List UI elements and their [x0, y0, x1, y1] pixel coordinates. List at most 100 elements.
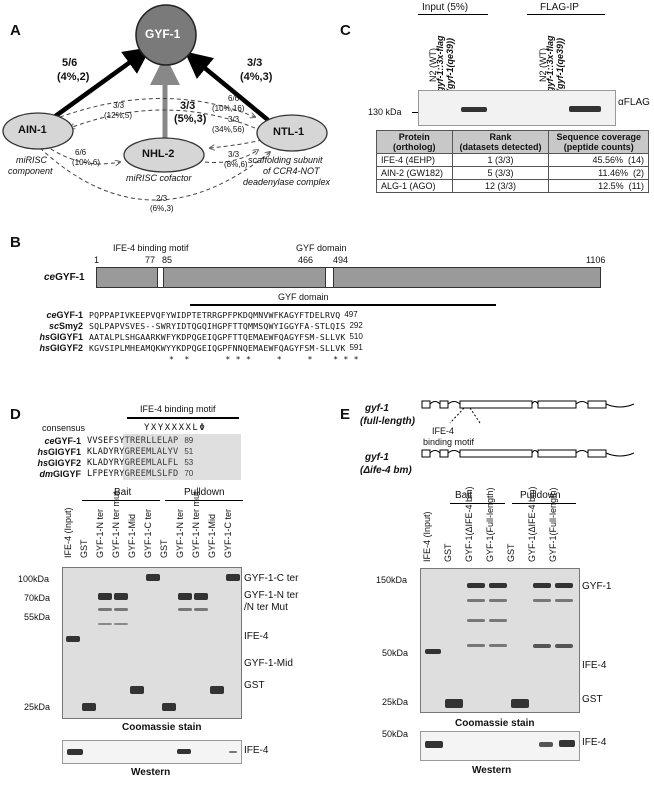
- panel-c-label: C: [340, 22, 351, 39]
- b-gyf-label: GYF domain: [296, 243, 347, 253]
- egel-band: [425, 649, 441, 654]
- egel-band: [533, 644, 551, 648]
- input-ife4-band: [67, 749, 83, 755]
- dgel-band: [226, 574, 240, 581]
- gene-model-diagram: [421, 400, 635, 458]
- ntl1-node-label: NTL-1: [273, 126, 305, 138]
- e-lanes-lane-0: IFE-4 (Input): [422, 511, 432, 562]
- ntl1-desc-2: of CCR4-NOT: [263, 166, 320, 176]
- input-flag-band: [461, 107, 487, 112]
- alignment-row: scSmy2 SQLPAPVSVES--SWRYIDTQGQIHGPFTTQMM…: [48, 321, 363, 331]
- dgel-band: [146, 574, 160, 581]
- interaction-network-diagram: [2, 4, 328, 201]
- gyf1-node-label: GYF-1: [145, 27, 181, 41]
- c-lane-4: gyf-1::3x-flag (gyf-1(qe39)): [545, 35, 565, 92]
- d-right-label-cter: GYF-1-C ter: [244, 573, 299, 584]
- table-header: Protein(ortholog) Rank(datasets detected…: [376, 130, 649, 154]
- flag-western-blot: [418, 90, 616, 126]
- edge-ntl-gyf-stat: (4%,3): [240, 71, 273, 83]
- e-western-blot: [420, 731, 580, 761]
- panel-b-label: B: [10, 234, 21, 251]
- ip-flag-band: [569, 106, 601, 112]
- e-coomassie-gel: [420, 568, 580, 713]
- d-consensus-seq: YXYXXXXLΦ: [144, 423, 207, 433]
- alignment-conservation: * * * * * * * * * *: [169, 354, 359, 364]
- alignment-row: hsGIGYF2 KGVSIPLMHEAMQKWYYKDPQGEIQGPFNNQ…: [39, 343, 363, 353]
- e-gene-1-sub: (full-length): [360, 416, 415, 427]
- e-bait-label: Bait: [455, 490, 473, 501]
- e-coomassie-label: Coomassie stain: [455, 718, 535, 729]
- dgel-band: [162, 703, 176, 711]
- d-marker-100: 100kDa: [18, 574, 50, 584]
- egel-band: [555, 583, 573, 588]
- ain1-node-label: AIN-1: [18, 124, 47, 136]
- e-right-label-gyf1: GYF-1: [582, 581, 612, 592]
- edge-ain-gyf-count: 5/6: [62, 57, 78, 69]
- edge-ain-nhl-stat: (10%,6): [72, 158, 101, 167]
- dgel-band: [114, 593, 128, 600]
- egel-band: [489, 599, 507, 602]
- gyf1-node: [135, 4, 197, 66]
- nhl2-node-label: NHL-2: [142, 148, 175, 160]
- d-pulldown-label: Pulldown: [184, 487, 225, 498]
- mass-spec-table: Protein(ortholog) Rank(datasets detected…: [376, 130, 649, 193]
- e-marker-150: 150kDa: [376, 575, 408, 585]
- egel-band: [445, 699, 463, 708]
- ntl1-node: [256, 114, 328, 152]
- dgel-band: [98, 608, 112, 611]
- dgel-band: [178, 608, 192, 611]
- pd-delta-ife4-band: [539, 742, 553, 747]
- d-lanes-lane-1: GST: [79, 539, 89, 558]
- alignment-row: dmGIGYF LFPEYRYGREEMLSLFD 70: [39, 469, 194, 479]
- e-lanes-lane-4: GST: [506, 543, 516, 562]
- pd-full-ife4-band: [559, 740, 575, 747]
- edge-nhl-ntl-stat: (8%,6): [224, 160, 248, 169]
- e-lanes-lane-1: GST: [443, 543, 453, 562]
- d-lanes-lane-0: IFE-4 (Input): [63, 507, 73, 558]
- d-marker-25: 25kDa: [24, 702, 51, 712]
- b-pos-466: 466: [298, 255, 314, 265]
- input-bracket: [418, 14, 488, 15]
- d-lanes-lane-2: GYF-1-N ter: [95, 508, 105, 558]
- alignment-row: hsGIGYF1 KLADYRYGREEMLALYV 51: [37, 447, 194, 457]
- dgel-band: [66, 636, 80, 642]
- dgel-band: [210, 686, 224, 694]
- d-bait-label: Bait: [114, 487, 132, 498]
- egel-band: [533, 583, 551, 588]
- panel-a-label: A: [10, 22, 21, 39]
- b-motif-label: IFE-4 binding motif: [113, 243, 189, 253]
- egel-band: [555, 599, 573, 602]
- edge-ain-ntl-count: 3/3: [113, 101, 125, 110]
- d-lanes-lane-6: GST: [159, 539, 169, 558]
- dgel-band: [114, 623, 128, 625]
- edge-bottom-count: 2/3: [156, 194, 168, 203]
- dgel-band: [98, 623, 112, 625]
- edge-nhl-gyf-stat: (5%,3): [174, 113, 207, 125]
- alignment-row: ceGYF-1 PQPPAPIVKEEPVQFYWIDPTETRRGPFPKDQ…: [46, 310, 358, 320]
- e-lanes-lane-2: GYF-1(ΔIFE-4 bm): [464, 486, 474, 562]
- c-marker-130: 130 kDa: [368, 107, 402, 117]
- edge-ntl-nhl-count: 3/3: [228, 115, 240, 124]
- motif-highlight: [123, 434, 241, 480]
- d-lanes-lane-8: GYF-1-N ter mut: [191, 491, 201, 558]
- e-lanes-lane-5: GYF-1(ΔIFE-4 bm): [527, 486, 537, 562]
- gyf-alignment: ceGYF-1 PQPPAPIVKEEPVQFYWIDPTETRRGPFPKDQ…: [8, 310, 363, 364]
- d-consensus-label: consensus: [42, 423, 86, 433]
- d-coomassie-gel: [62, 567, 242, 719]
- panel-e-label: E: [340, 406, 351, 423]
- e-motif-label-2: binding motif: [423, 437, 475, 447]
- d-western-ife4-label: IFE-4: [244, 745, 269, 756]
- d-coomassie-label: Coomassie stain: [122, 722, 202, 733]
- e-motif-label-1: IFE-4: [432, 426, 455, 436]
- table-row: AIN-2 (GW182) 5 (3/3) 11.46% (2): [376, 166, 649, 180]
- ife4-motif-box: [157, 268, 164, 287]
- ain1-desc-2: component: [8, 166, 53, 176]
- c-lane-2: gyf-1::3x-flag (gyf-1(qe39)): [435, 35, 455, 92]
- e-right-label-ife4: IFE-4: [582, 660, 607, 671]
- ife4-motif-alignment: ceGYF-1 VVSEFSYTRERLLELAP 89 hsGIGYF1 KL…: [6, 436, 193, 480]
- egel-band: [489, 644, 507, 647]
- edge-ain-gyf-stat: (4%,2): [57, 71, 90, 83]
- b-pos-494: 494: [333, 255, 349, 265]
- egel-band: [489, 619, 507, 622]
- egel-band: [489, 583, 507, 588]
